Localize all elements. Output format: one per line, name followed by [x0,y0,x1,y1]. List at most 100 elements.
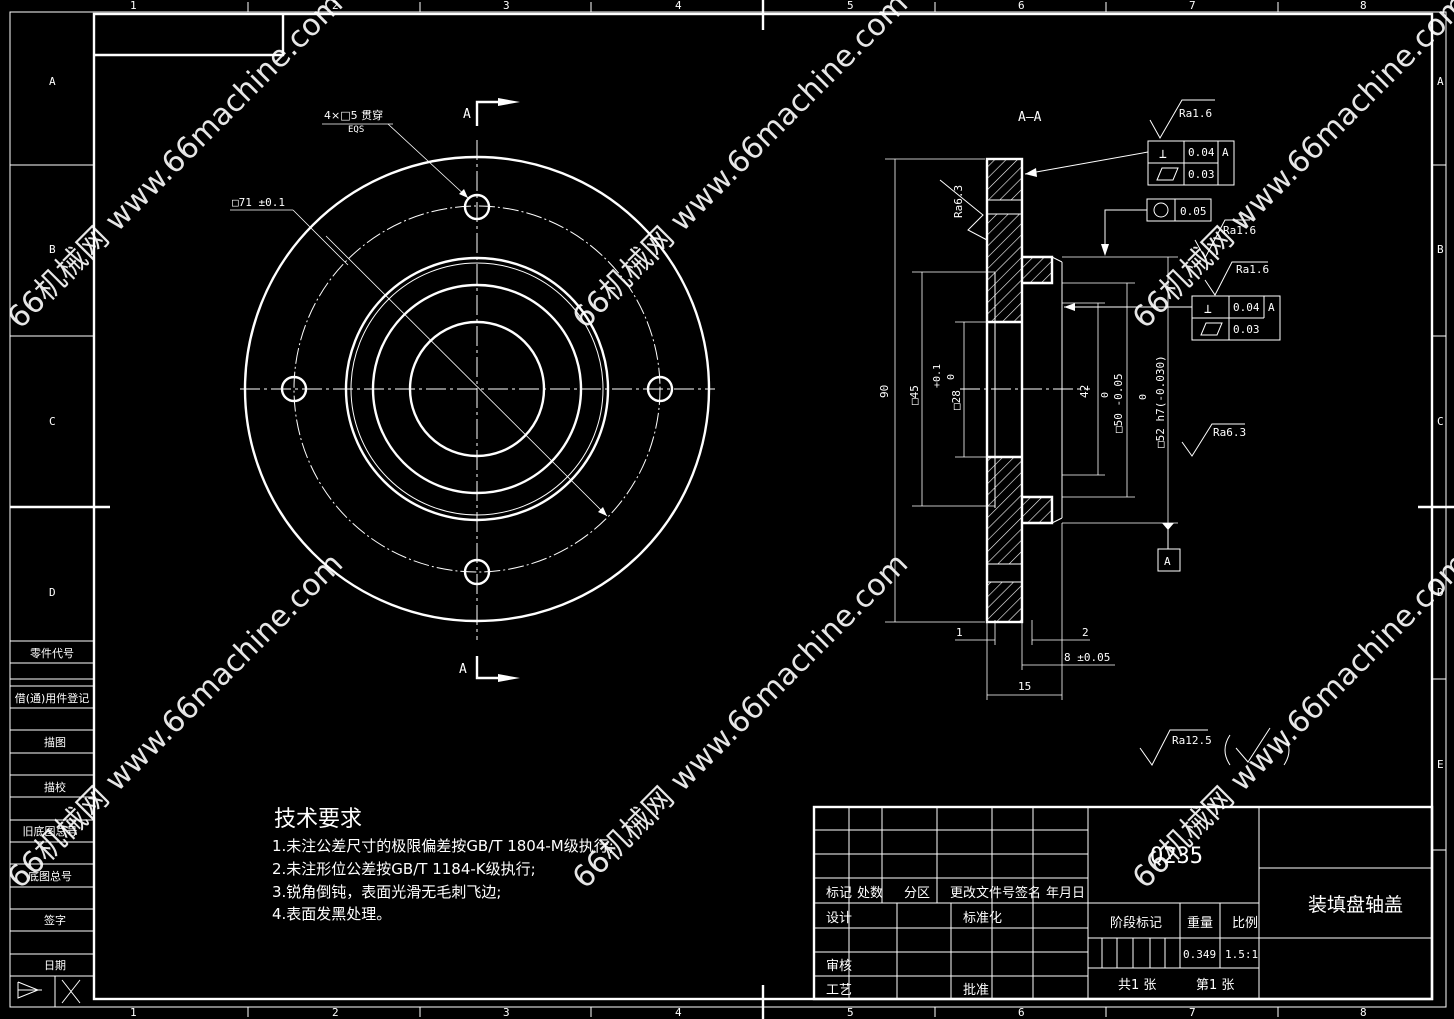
tech-item: 4.表面发黑处理。 [272,905,391,923]
strip-label: 借(通)用件登记 [15,691,90,705]
col-label: 1 [130,0,137,12]
grid-col-labels: 1 2 3 4 5 6 7 8 1 2 3 4 5 6 7 8 [130,0,1367,1019]
fcf-1-flat-val: 0.03 [1188,168,1215,181]
strip-label: 描图 [44,735,66,749]
section-view: A—A 90 □45 +0.1 0 [878,99,1281,700]
fcf-1-perp: ⊥ [1159,147,1167,162]
fcf-3-flat-val: 0.03 [1233,323,1260,336]
fcf-3-perp-val: 0.04 [1233,301,1260,314]
dim-90: 90 [878,385,891,398]
col-label: 7 [1189,0,1196,12]
tb-h-date: 年月日 [1046,886,1085,901]
col-label: 2 [332,1006,339,1019]
tb-scale: 比例 [1232,916,1258,931]
general-roughness: Ra12.5 [1139,727,1290,766]
tb-h-count: 处数 [857,886,883,901]
fcf-3-datum: A [1268,301,1275,314]
col-label: 5 [847,1006,854,1019]
col-label: 2 [332,0,339,12]
dim-8: 8 ±0.05 [1064,651,1110,664]
fcf-1-perp-val: 0.04 [1188,146,1215,159]
col-label: 4 [675,1006,682,1019]
fcf-1-datum: A [1222,146,1229,159]
left-strip-table: 零件代号 借(通)用件登记 描图 描校 旧底图总号 底图总号 签字 日期 [10,640,94,1007]
tech-requirements: 技术要求 1.未注公差尺寸的极限偏差按GB/T 1804-M级执行; 2.未注形… [272,807,614,923]
front-view: □71 ±0.1 4×□5 贯穿 EQS A A [230,98,715,682]
centering-marks [10,0,1454,1019]
hole-note-eqs: EQS [348,125,364,135]
watermark: 66机械网 www.66machine.com [566,0,915,336]
tech-item: 3.锐角倒钝，表面光滑无毛刺飞边; [272,883,501,901]
strip-label: 签字 [44,913,66,927]
tech-item: 1.未注公差尺寸的极限偏差按GB/T 1804-M级执行; [272,837,614,855]
dim-45: □45 [908,385,921,405]
ra-3: Ra1.6 [1236,263,1269,276]
hole-note: 4×□5 贯穿 [324,108,383,122]
watermarks: 66机械网 www.66machine.com 66机械网 www.66mach… [1,0,1454,896]
section-title: A—A [1018,110,1042,125]
tb-material: Q235 [1150,844,1203,869]
datum-label: A [1164,555,1171,568]
general-ra: Ra12.5 [1172,734,1212,747]
strip-label: 底图总号 [28,869,72,883]
tb-weight: 重量 [1187,915,1213,931]
col-label: 5 [847,0,854,12]
ra-63a: Ra6.3 [952,185,965,218]
tb-approve: 批准 [963,983,989,998]
tb-design: 设计 [826,911,852,926]
section-label-bottom: A [459,662,467,677]
watermark: 66机械网 www.66machine.com [566,546,915,895]
tb-weight-val: 0.349 [1183,948,1216,961]
tb-sheet: 第1 张 [1196,978,1234,993]
row-label: D [1437,586,1444,599]
strip-label: 日期 [44,959,66,972]
fcf-2-val: 0.05 [1180,205,1207,218]
col-label: 8 [1360,1006,1367,1019]
strip-label: 旧底图总号 [23,824,78,838]
dim-2: 2 [1082,626,1089,639]
tech-title: 技术要求 [274,807,362,832]
row-label: A [49,75,56,88]
datum-box [1157,548,1181,572]
tb-review: 审核 [826,959,852,974]
dim-1: 1 [956,626,963,639]
ra-1: Ra1.6 [1179,107,1212,120]
col-label: 3 [503,1006,510,1019]
dim-15: 15 [1018,680,1031,693]
row-label: A [1437,75,1444,88]
tb-process: 工艺 [826,983,852,998]
grid-ticks [10,2,1446,1017]
row-label: B [1437,243,1444,256]
row-label: C [49,415,56,428]
tb-scale-val: 1.5:1 [1225,948,1258,961]
strip-label: 零件代号 [30,647,74,660]
tb-h-zone: 分区 [904,886,930,901]
tb-total: 共1 张 [1118,978,1156,993]
row-label: C [1437,415,1444,428]
row-label: E [1437,758,1444,771]
ra-2: Ra1.6 [1223,224,1256,237]
tech-item: 2.未注形位公差按GB/T 1184-K级执行; [272,860,536,878]
outer-frame [9,11,1447,1008]
dim-52-up: 0 [1138,394,1149,400]
col-label: 3 [503,0,510,12]
col-label: 8 [1360,0,1367,12]
dim-45-low: 0 [946,374,957,380]
dim-71: □71 ±0.1 [232,196,285,209]
dim-28: □28 [950,390,963,410]
ra-63b: Ra6.3 [1213,426,1246,439]
tb-stage: 阶段标记 [1110,916,1162,931]
dim-line-71 [325,235,608,517]
row-label: B [49,243,56,256]
fcf-3-perp: ⊥ [1204,302,1212,317]
dim-50-low: 0 [1100,392,1111,398]
strip-label: 描校 [44,780,66,794]
row-label: D [49,586,56,599]
flange-body [985,157,1024,624]
watermark: 66机械网 www.66machine.com [1126,546,1454,895]
dim-50: □50 -0.05 [1112,373,1125,433]
tb-std: 标准化 [963,911,1002,926]
dim-45-up: +0.1 [932,364,943,388]
title-block: 标记 处数 分区 更改文件号签名 年月日 设计 标准化 审核 工艺 批准 Q23… [812,805,1434,1001]
